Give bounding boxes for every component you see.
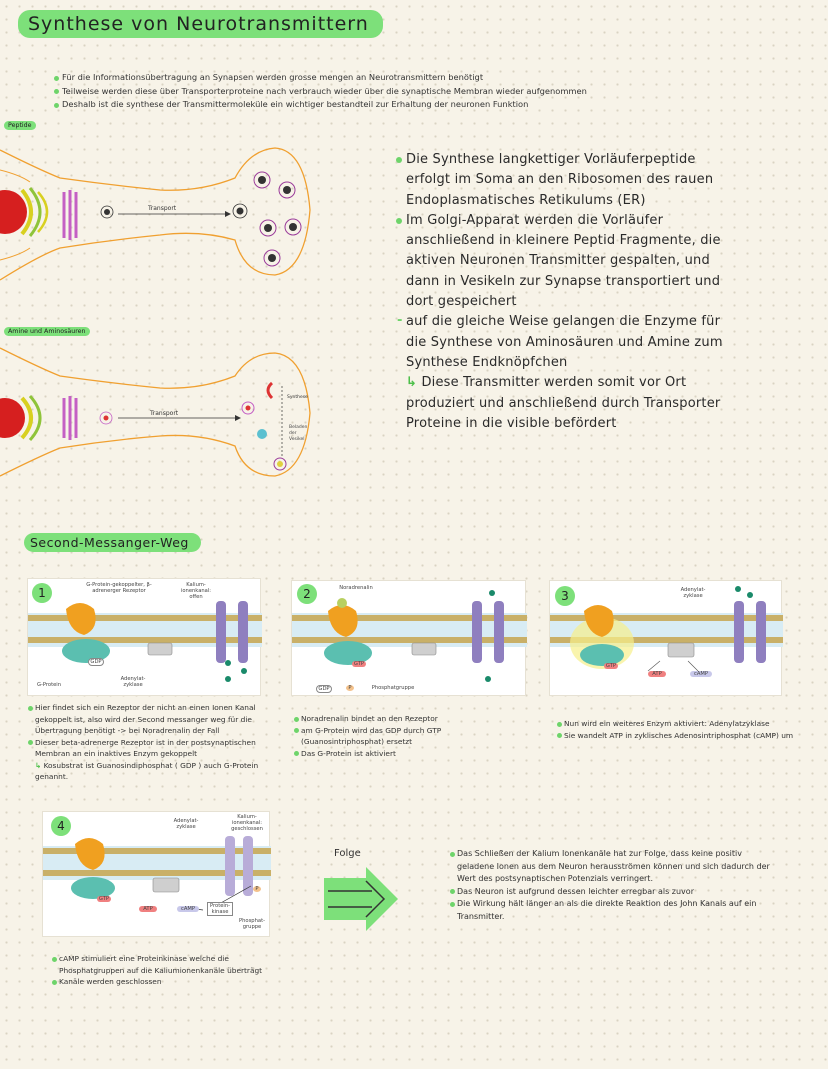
step-number: 4 — [51, 816, 71, 836]
double-arrow-icon — [324, 867, 398, 931]
kanal-label: Kalium-ionenkanal: geschlossen — [231, 814, 263, 832]
phosphatgruppe-label: Phosphatgruppe — [371, 685, 415, 691]
return-arrow-icon: ↳ — [35, 760, 42, 770]
note-item: Sie wandelt ATP in zyklisches Adenosintr… — [557, 730, 797, 742]
gtp-label: GTP — [352, 661, 366, 667]
intro-item: Deshalb ist die synthese der Transmitter… — [54, 98, 587, 112]
gprotein-label: G-Protein — [36, 682, 62, 688]
phosphatgruppe-label: Phosphat-gruppe — [239, 918, 265, 930]
amine-neuron-diagram: Transport Synthese — [0, 347, 311, 477]
gdp-label: GDP — [88, 658, 104, 666]
step-number: 3 — [555, 586, 575, 606]
step-1-illustration — [28, 601, 262, 682]
adenylat-label: Adenylat-zyklase — [173, 818, 199, 830]
p-label: P — [253, 886, 261, 892]
note-item: am G-Protein wird das GDP durch GTP (Gua… — [294, 725, 494, 748]
panel-step-3: 3 Adenylat-zyklase GTP ATP cAMP — [549, 580, 783, 696]
panel-step-2: 2 Noradrenalin GTP GDP P Phosphatgruppe — [291, 580, 527, 696]
gtp-label: GTP — [604, 663, 618, 669]
note-item: Dieser beta-adrenerge Rezeptor ist in de… — [28, 737, 278, 760]
amine-tag: Amine und Aminosäuren — [4, 327, 90, 336]
noradrenalin-label: Noradrenalin — [339, 585, 373, 591]
gdp-label: GDP — [316, 685, 332, 693]
note-item: Nun wird ein weiteres Enzym aktiviert: A… — [557, 718, 797, 730]
result-notes: Das Schließen der Kalium Ionenkanäle hat… — [450, 848, 780, 924]
atp-label: ATP — [648, 671, 666, 677]
panel-1-notes: Hier findet sich ein Rezeptor der nicht … — [28, 702, 278, 783]
atp-label: ATP — [139, 906, 157, 912]
note-item: cAMP stimuliert eine Proteinkinase welch… — [52, 953, 272, 976]
p-label: P — [346, 685, 354, 691]
beladen-label: Beladen der Vesikel — [289, 425, 308, 442]
note-item: Noradrenalin bindet an den Rezeptor — [294, 713, 494, 725]
page-title: Synthese von Neurotransmittern — [18, 10, 383, 38]
camp-label: cAMP — [177, 906, 199, 912]
peptide-neuron-diagram: Transport — [0, 147, 311, 281]
rezeptor-label: G-Protein-gekoppelter, β-adrenerger Reze… — [86, 582, 152, 594]
step-2-illustration — [292, 590, 527, 682]
folge-label: Folge — [334, 848, 361, 859]
synthese-label: Synthese — [287, 394, 308, 400]
kanal-label: Kalium-ionenkanal: offen — [180, 582, 212, 600]
synthesis-text: Die Synthese langkettiger Vorläuferpepti… — [396, 150, 726, 434]
panel-3-notes: Nun wird ein weiteres Enzym aktiviert: A… — [557, 718, 797, 741]
note-item-body: Kosubstrat ist Guanosindiphosphat ( GDP … — [35, 760, 259, 782]
section-title: Second-Messanger-Weg — [24, 533, 201, 552]
note-item: Hier findet sich ein Rezeptor der nicht … — [28, 702, 278, 737]
intro-item: Für die Informationsübertragung an Synap… — [54, 71, 587, 85]
step-3-illustration — [550, 586, 783, 672]
intro-item: Teilweise werden diese über Transporterp… — [54, 85, 587, 99]
note-item: Kanäle werden geschlossen — [52, 976, 272, 988]
step-number: 2 — [297, 584, 317, 604]
return-arrow-icon: ↳ — [406, 375, 418, 391]
transport-label: Transport — [149, 410, 179, 417]
text-paragraph: Im Golgi-Apparat werden die Vorläufer an… — [396, 211, 726, 312]
panel-step-1: 1 G-Protein-gekoppelter, β-adrenerger Re… — [27, 578, 262, 696]
transport-label: Transport — [147, 205, 177, 212]
step-number: 1 — [32, 583, 52, 603]
note-item: Das Neuron ist aufgrund dessen leichter … — [450, 886, 780, 899]
camp-label: cAMP — [690, 671, 712, 677]
text-paragraph: ↳ Diese Transmitter werden somit vor Ort… — [396, 373, 726, 434]
note-item: Das G-Protein ist aktiviert — [294, 748, 494, 760]
peptide-tag: Peptide — [4, 121, 36, 130]
note-item: Die Wirkung hält länger an als die direk… — [450, 898, 780, 923]
panel-4-notes: cAMP stimuliert eine Proteinkinase welch… — [52, 953, 272, 988]
adenylat-label: Adenylat-zyklase — [680, 587, 706, 599]
panel-step-4: 4 Adenylat-zyklase Kalium-ionenkanal: ge… — [42, 811, 271, 937]
adenylat-label: Adenylat-zyklase — [120, 676, 146, 688]
step-4-illustration — [43, 836, 271, 911]
note-item: Das Schließen der Kalium Ionenkanäle hat… — [450, 848, 780, 886]
note-item: ↳ Kosubstrat ist Guanosindiphosphat ( GD… — [28, 760, 278, 783]
panel-2-notes: Noradrenalin bindet an den Rezeptor am G… — [294, 713, 494, 759]
text-paragraph: Die Synthese langkettiger Vorläuferpepti… — [396, 150, 726, 211]
text-paragraph-body: Diese Transmitter werden somit vor Ort p… — [406, 375, 721, 431]
text-paragraph: auf die gleiche Weise gelangen die Enzym… — [396, 311, 726, 373]
gtp-label: GTP — [97, 896, 111, 902]
proteinkinase-label: Protein-kinase — [207, 902, 233, 916]
intro-list: Für die Informationsübertragung an Synap… — [54, 71, 587, 112]
